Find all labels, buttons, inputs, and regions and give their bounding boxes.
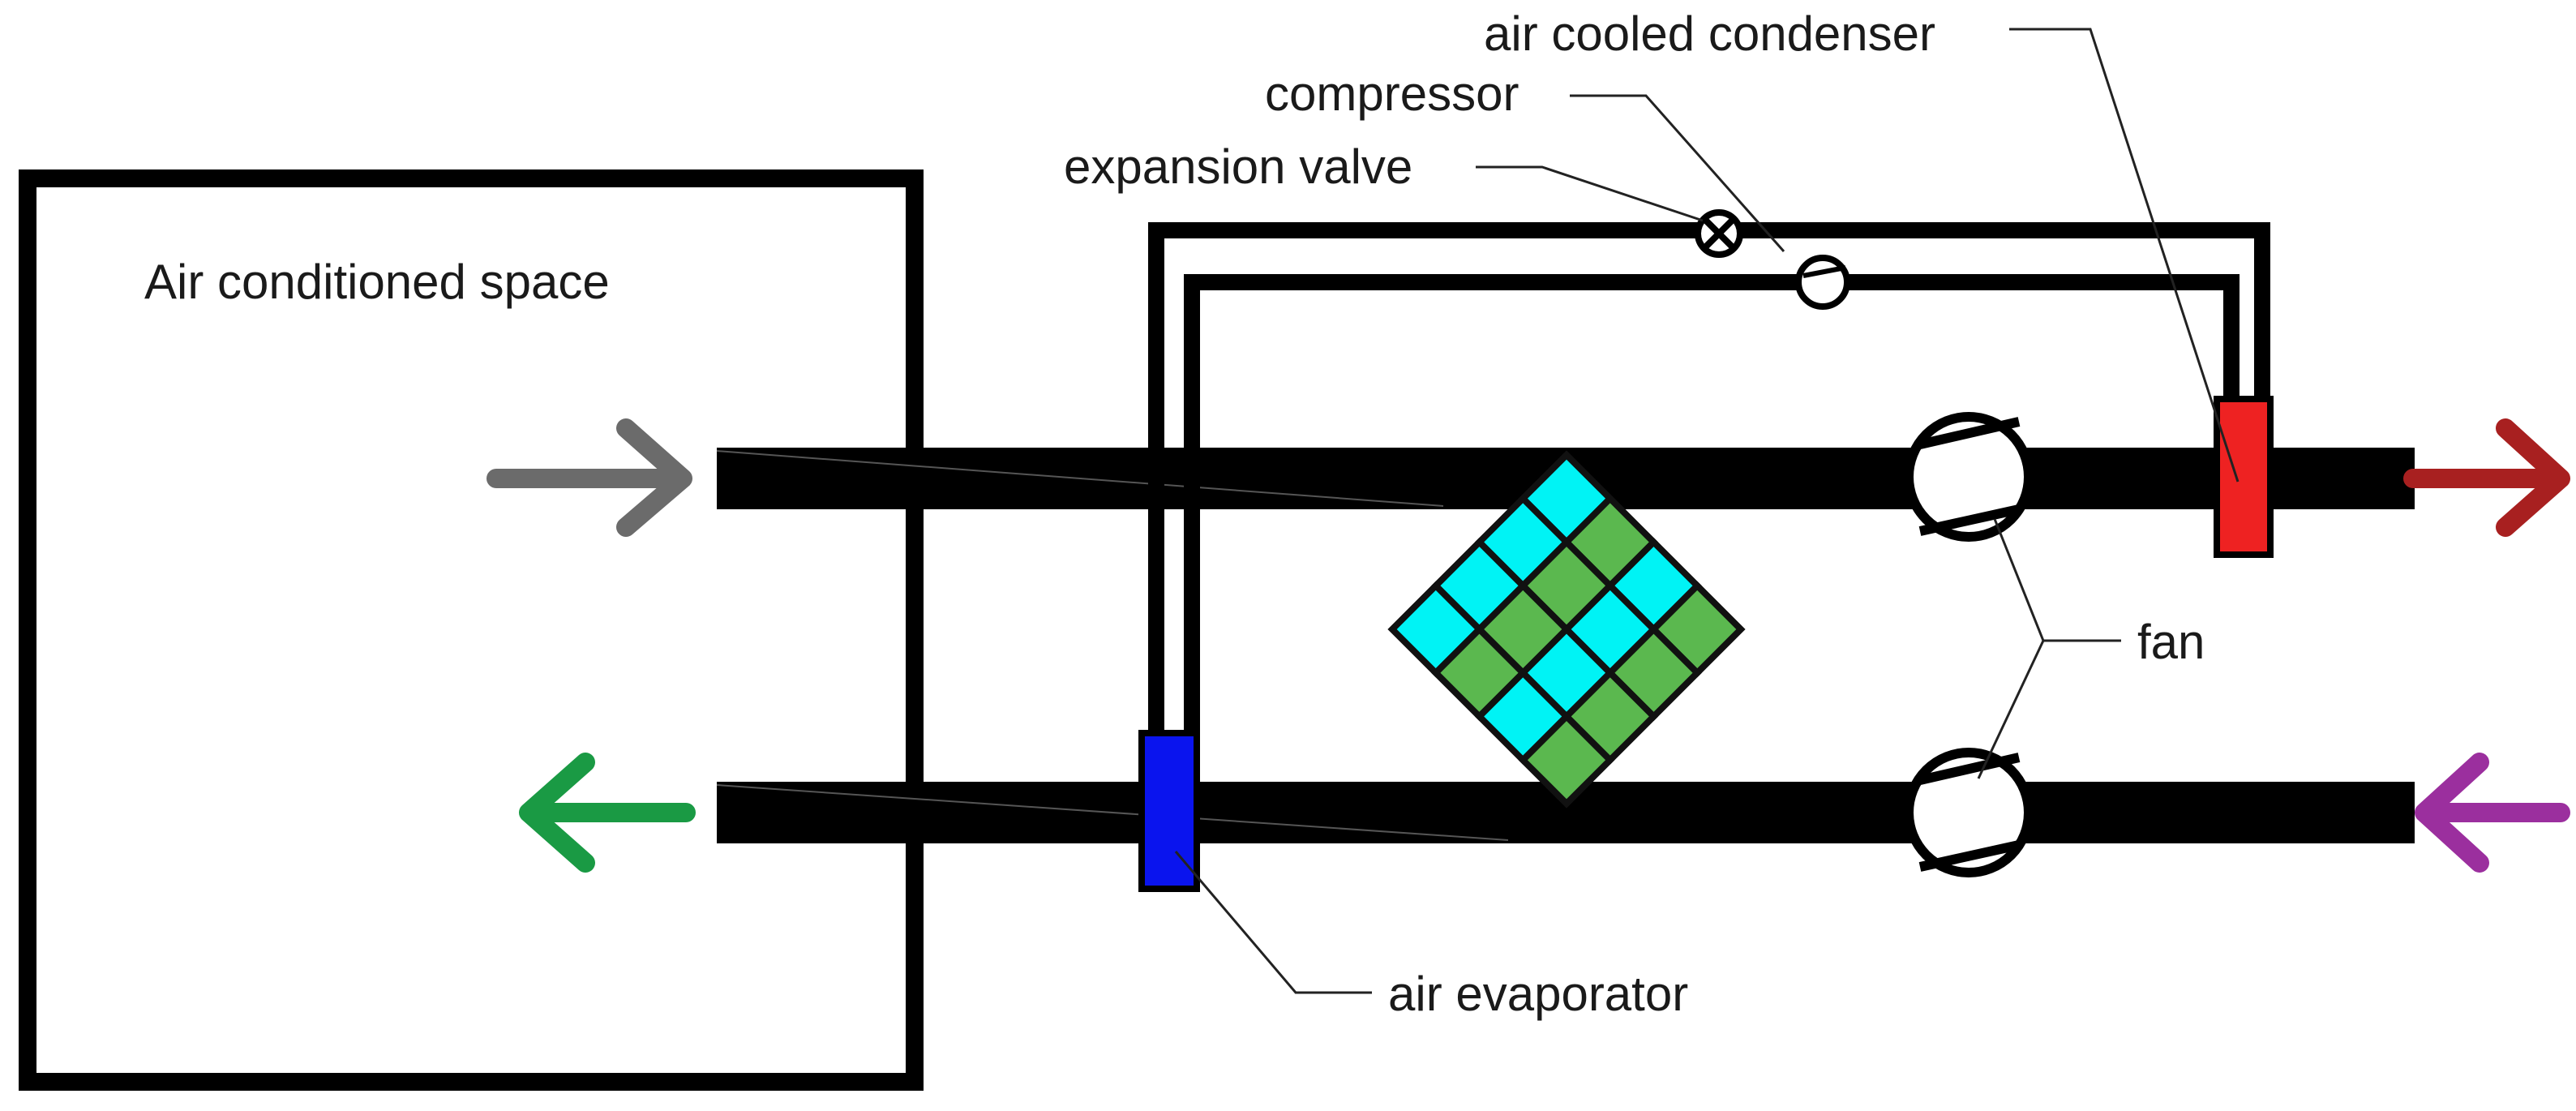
condenser-leader [2009,28,2240,483]
fan-icon [1904,412,2034,542]
expansion-valve [1695,209,1743,258]
heat-exchanger-tile [1518,711,1615,809]
fan-blade [1918,840,2021,872]
fan-icon [1904,748,2034,877]
arrow-left-icon [2415,753,2570,873]
expansion-valve-leader [1476,165,1704,222]
air-cooled-condenser [2214,396,2274,558]
fan-blade [1918,504,2021,536]
exhaust-outflow-arrow [2403,418,2570,537]
condenser-label: air cooled condenser [1484,6,1935,61]
upper-duct-hatch [716,450,1444,507]
air-conditioned-space-label: Air conditioned space [144,255,610,309]
air-evaporator-label: air evaporator [1388,967,1688,1021]
arrow-right-icon [2403,418,2570,537]
lower-fan [1904,748,2034,877]
compressor-label: compressor [1265,66,1519,121]
room-inflow-arrow [486,418,692,537]
compressor-icon [1795,255,1850,310]
refrigerant-pipe-inner [1184,274,2240,742]
arrow-right-icon [486,418,692,537]
upper-fan [1904,412,2034,542]
heat-exchanger [1387,450,1746,809]
compressor [1795,255,1850,310]
fan-leader [1977,518,2121,779]
air-evaporator [1138,730,1200,892]
fan-label: fan [2137,615,2205,669]
air-conditioned-space-box [19,169,924,1091]
fan-blade [1918,417,2021,449]
supply-outflow-arrow [519,753,696,873]
lower-duct-hatch [716,784,1509,841]
expansion-valve-label: expansion valve [1064,139,1412,194]
arrow-left-icon [519,753,696,873]
outdoor-inflow-arrow [2415,753,2570,873]
air-evaporator-leader [1174,851,1372,994]
fan-blade [1918,753,2021,785]
compressor-leader [1570,94,1785,252]
